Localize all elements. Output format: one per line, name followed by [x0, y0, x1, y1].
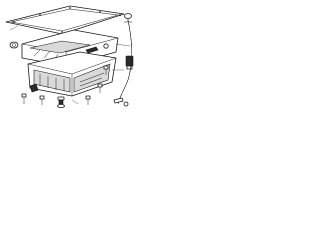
clamp-icon [113, 97, 129, 107]
dipstick-icon [124, 13, 132, 23]
parts-diagram [0, 0, 160, 112]
sealing-ring-icon [9, 41, 19, 49]
drain-plug-icon [57, 96, 65, 109]
guide-tube-icon [117, 19, 132, 105]
exploded-parts-drawing [5, 5, 134, 109]
bolt-icon [97, 65, 109, 93]
gasket-outline [5, 5, 125, 35]
leader-lines [9, 25, 131, 105]
bolt-icon [21, 93, 91, 105]
sensor-icon [125, 55, 134, 70]
oil-pan-lower-section-icon [27, 51, 117, 97]
